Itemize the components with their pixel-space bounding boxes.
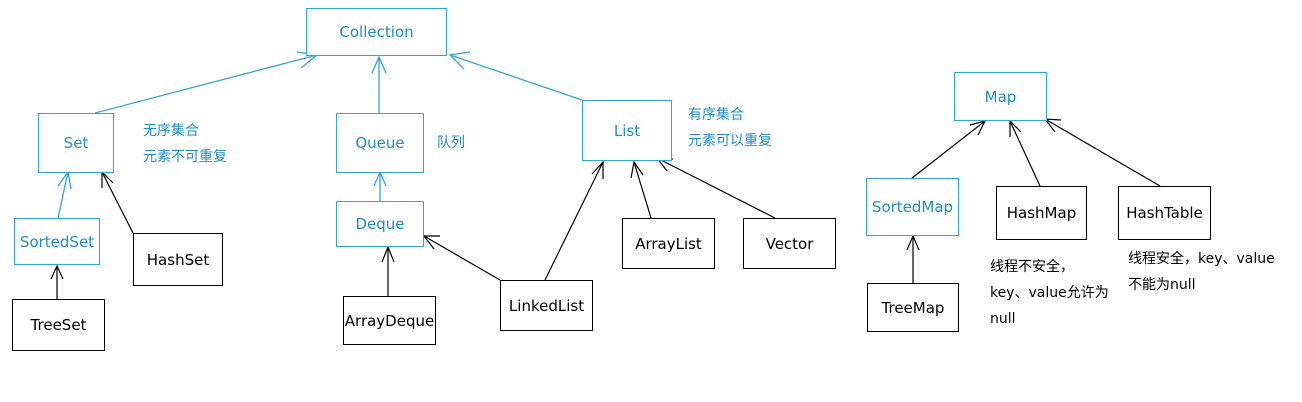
arrowhead-arraydeque-to-deque <box>381 245 395 263</box>
arrowhead-linkedlist-to-deque <box>422 235 440 250</box>
node-arraylist: ArrayList <box>622 218 715 269</box>
note-hashtable-line1: 线程安全，key、value <box>1128 251 1275 267</box>
arrowhead-treeset-to-sortedset <box>50 264 64 280</box>
note-hashmap-line3: null <box>990 311 1016 327</box>
arrowhead-queue-to-collection <box>371 55 387 74</box>
node-deque: Deque <box>336 201 424 247</box>
note-queue: 队列 <box>437 130 465 156</box>
node-hashtable: HashTable <box>1118 186 1211 240</box>
arrow-linkedlist-to-deque <box>423 235 501 281</box>
arrowhead-treemap-to-sortedmap <box>906 234 920 251</box>
arrow-hashmap-to-map <box>1009 120 1041 187</box>
note-list-line2: 元素可以重复 <box>688 133 772 149</box>
arrowhead-list-to-collection <box>448 51 471 70</box>
arrow-sortedmap-to-map <box>911 120 986 179</box>
node-hashset: HashSet <box>133 233 223 286</box>
arrow-arraylist-to-list <box>633 161 652 219</box>
arrowhead-hashmap-to-map <box>1009 119 1022 137</box>
arrow-set-to-collection <box>94 54 318 114</box>
note-hashmap-line2: key、value允许为 <box>990 285 1109 301</box>
note-queue-line1: 队列 <box>437 135 465 151</box>
note-set-line1: 无序集合 <box>143 123 199 139</box>
note-set: 无序集合 元素不可重复 <box>143 118 227 170</box>
node-map: Map <box>954 72 1047 121</box>
arrow-linkedlist-to-list <box>544 161 604 281</box>
note-list-line1: 有序集合 <box>688 107 744 123</box>
note-hashmap: 线程不安全， key、value允许为 null <box>990 254 1109 332</box>
note-set-line2: 元素不可重复 <box>143 149 227 165</box>
node-sortedset: SortedSet <box>14 218 100 265</box>
node-list: List <box>582 100 672 161</box>
node-queue: Queue <box>336 113 424 173</box>
arrow-list-to-collection <box>449 54 583 101</box>
node-collection: Collection <box>306 8 447 56</box>
note-hashtable-line2: 不能为null <box>1128 277 1196 293</box>
note-hashtable: 线程安全，key、value 不能为null <box>1128 246 1275 298</box>
node-sortedmap: SortedMap <box>866 178 959 236</box>
arrowhead-linkedlist-to-list <box>591 160 604 179</box>
node-arraydeque: ArrayDeque <box>343 296 436 345</box>
arrowhead-hashset-to-set <box>101 170 114 188</box>
node-vector: Vector <box>743 218 836 269</box>
note-list: 有序集合 元素可以重复 <box>688 102 772 154</box>
node-linkedlist: LinkedList <box>500 280 593 331</box>
arrowhead-sortedmap-to-map <box>969 120 987 136</box>
arrow-hashtable-to-map <box>1044 118 1161 187</box>
node-hashmap: HashMap <box>996 186 1087 240</box>
node-treemap: TreeMap <box>867 283 959 332</box>
arrow-sortedset-to-set <box>57 171 69 219</box>
arrow-hashset-to-set <box>101 171 134 234</box>
node-set: Set <box>38 113 114 173</box>
note-hashmap-line1: 线程不安全， <box>990 259 1074 275</box>
arrow-vector-to-list <box>656 157 776 219</box>
arrowhead-arraylist-to-list <box>630 160 644 179</box>
node-treeset: TreeSet <box>12 299 105 351</box>
